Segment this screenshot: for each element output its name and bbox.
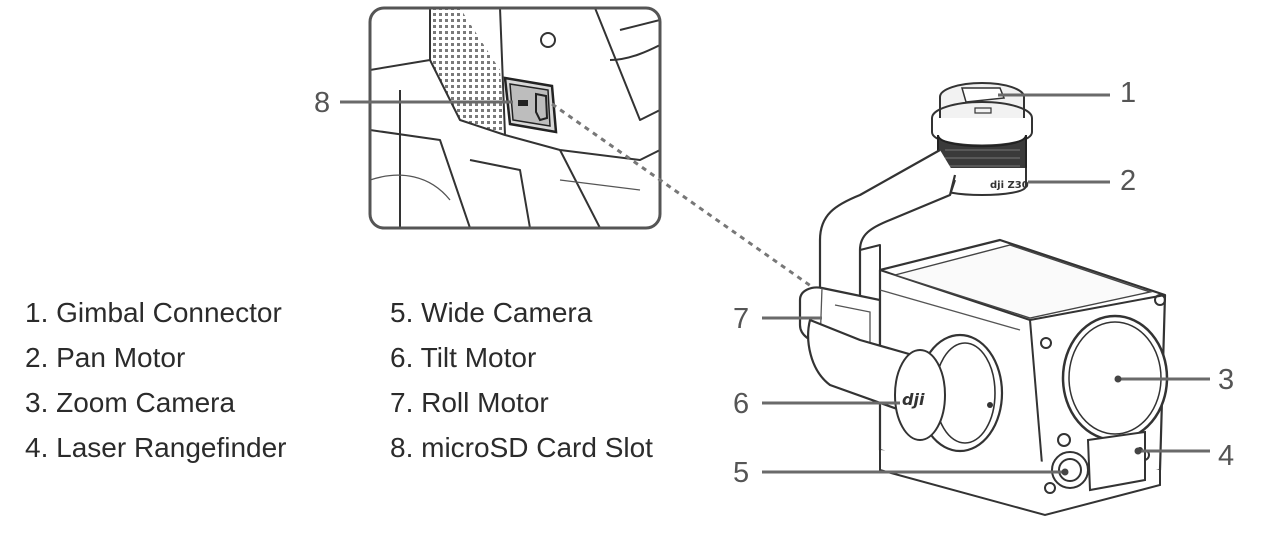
callout-6: 6 (733, 388, 749, 420)
legend-item-wide-camera: 5. Wide Camera (390, 297, 593, 328)
callout-numbers: 1 2 3 4 5 6 7 8 (314, 77, 1234, 489)
svg-text:dji Z30: dji Z30 (990, 180, 1029, 191)
callout-7: 7 (733, 303, 749, 335)
inset-dashed-connector (551, 102, 863, 324)
callout-3: 3 (1218, 364, 1234, 396)
legend-left-column: 1. Gimbal Connector 2. Pan Motor 3. Zoom… (25, 290, 287, 470)
legend-item-laser-rangefinder: 4. Laser Rangefinder (25, 432, 287, 463)
callout-5: 5 (733, 457, 749, 489)
inset-detail (368, 6, 662, 230)
gimbal-camera-illustration: dji Z30 d (798, 82, 1169, 517)
legend-item-roll-motor: 7. Roll Motor (390, 387, 549, 418)
legend-right-column: 5. Wide Camera 6. Tilt Motor 7. Roll Mot… (390, 290, 653, 470)
legend-item-tilt-motor: 6. Tilt Motor (390, 342, 537, 373)
callout-4: 4 (1218, 440, 1234, 472)
legend-item-gimbal-connector: 1. Gimbal Connector (25, 297, 282, 328)
callout-8: 8 (314, 87, 330, 119)
legend-item-microsd-card-slot: 8. microSD Card Slot (390, 432, 653, 463)
legend-item-zoom-camera: 3. Zoom Camera (25, 387, 236, 418)
callout-2: 2 (1120, 165, 1136, 197)
dji-logo: dji (902, 390, 925, 409)
callout-lines (340, 93, 1210, 476)
legend-item-pan-motor: 2. Pan Motor (25, 342, 186, 373)
callout-1: 1 (1120, 77, 1136, 109)
